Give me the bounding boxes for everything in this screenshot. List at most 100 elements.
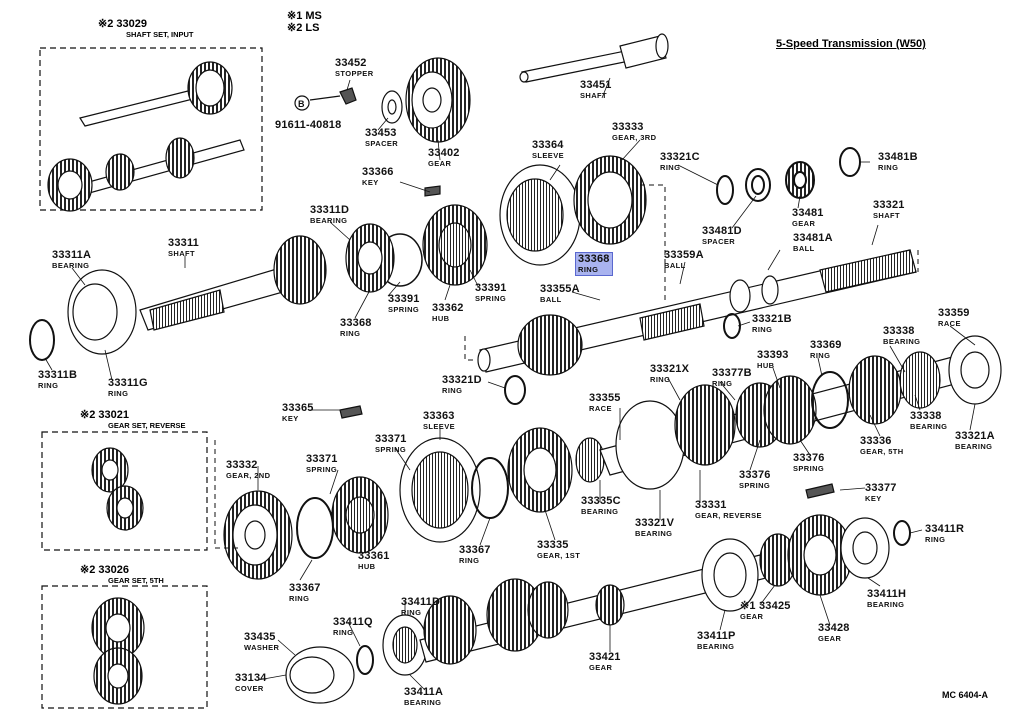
part-number: 33359A <box>664 249 704 261</box>
part-number: 33367 <box>289 582 321 594</box>
part-description: SPRING <box>475 294 507 303</box>
hub-33362 <box>377 185 488 287</box>
fifth-gear-set-box <box>41 585 208 709</box>
part-number: 33371 <box>375 433 407 445</box>
part-number: 91611-40818 <box>275 119 342 131</box>
part-number: 33361 <box>358 550 390 562</box>
set-label-reverse[interactable]: ※2 33021 GEAR SET, REVERSE <box>80 409 186 430</box>
set-label-5th[interactable]: ※2 33026 GEAR SET, 5TH <box>80 564 164 585</box>
gear-3rd-33333 <box>573 155 647 245</box>
part-description: KEY <box>282 414 299 423</box>
part-number: 33411D <box>401 596 441 608</box>
part-number: 33321A <box>955 430 995 442</box>
part-number: 33333 <box>612 121 644 133</box>
legend-ls: ※2 LS <box>287 22 320 34</box>
part-description: RING <box>712 379 733 388</box>
part-number: 33391 <box>388 293 420 305</box>
part-label-91611-40818[interactable]: 91611-40818 <box>275 120 341 131</box>
part-description: RING <box>578 266 610 274</box>
part-number: 33335C <box>581 495 621 507</box>
part-number: 33421 <box>589 651 621 663</box>
set-label-input[interactable]: ※2 33029 SHAFT SET, INPUT <box>98 18 194 39</box>
part-description: BEARING <box>910 422 948 431</box>
part-description: BEARING <box>404 698 442 707</box>
part-description: RING <box>660 163 681 172</box>
part-description: RING <box>289 594 310 603</box>
part-number: 33451 <box>580 79 612 91</box>
part-number: 33428 <box>818 622 850 634</box>
part-description: GEAR, 2ND <box>226 471 271 480</box>
part-number: 33321V <box>635 517 675 529</box>
part-number: 33321C <box>660 151 700 163</box>
part-description: SHAFT <box>168 249 195 258</box>
reverse-gear-drawing <box>91 447 144 531</box>
part-description: BEARING <box>883 337 921 346</box>
part-description: GEAR <box>428 159 452 168</box>
part-number: 33362 <box>432 302 464 314</box>
